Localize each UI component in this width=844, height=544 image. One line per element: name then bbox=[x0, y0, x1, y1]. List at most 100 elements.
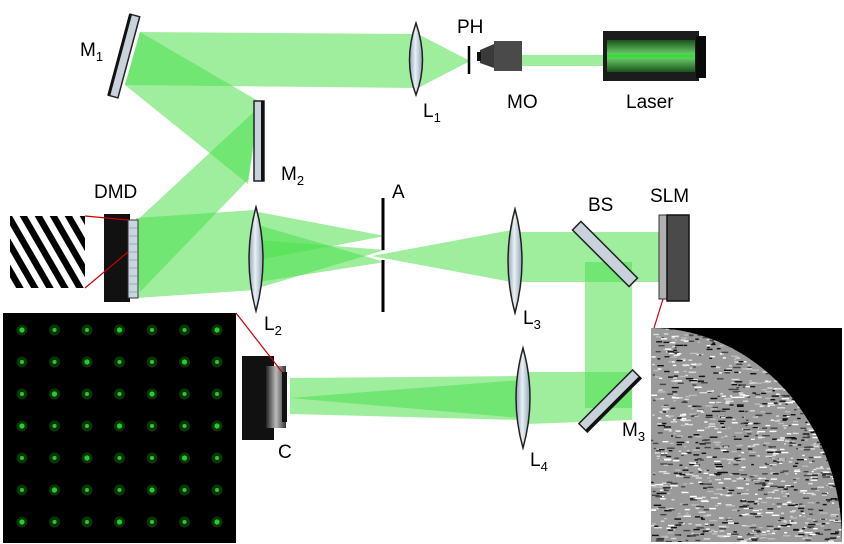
phase-speckle bbox=[772, 473, 779, 475]
phase-speckle bbox=[657, 432, 663, 434]
phase-speckle bbox=[731, 422, 738, 424]
phase-speckle bbox=[691, 532, 694, 535]
phase-speckle bbox=[809, 461, 812, 464]
phase-speckle bbox=[713, 340, 720, 342]
phase-speckle bbox=[758, 477, 762, 480]
phase-speckle bbox=[681, 452, 688, 455]
phase-speckle bbox=[782, 495, 788, 497]
phase-speckle bbox=[673, 419, 676, 421]
phase-speckle bbox=[802, 515, 806, 518]
phase-speckle bbox=[760, 403, 768, 405]
beam-a-to-l3 bbox=[372, 230, 512, 282]
phase-speckle bbox=[699, 443, 706, 445]
phase-speckle bbox=[716, 401, 722, 404]
phase-speckle bbox=[827, 474, 833, 476]
phase-speckle bbox=[718, 420, 726, 422]
bs-label: BS bbox=[588, 195, 613, 216]
phase-speckle bbox=[718, 525, 727, 528]
phase-speckle bbox=[746, 368, 753, 370]
phase-speckle bbox=[825, 522, 830, 524]
phase-speckle bbox=[830, 533, 839, 535]
phase-speckle bbox=[669, 356, 678, 358]
phase-speckle bbox=[792, 423, 799, 426]
phase-speckle bbox=[790, 457, 794, 459]
phase-speckle bbox=[727, 519, 733, 522]
phase-speckle bbox=[667, 463, 673, 465]
phase-speckle bbox=[655, 495, 662, 498]
phase-speckle bbox=[743, 538, 750, 541]
phase-speckle bbox=[749, 385, 756, 388]
mo-label: MO bbox=[507, 92, 538, 113]
phase-speckle bbox=[756, 382, 762, 384]
phase-speckle bbox=[702, 530, 711, 532]
phase-speckle bbox=[747, 501, 755, 503]
phase-speckle bbox=[828, 483, 834, 485]
phase-speckle bbox=[779, 458, 786, 460]
phase-speckle bbox=[696, 405, 702, 408]
phase-speckle bbox=[760, 487, 765, 490]
phase-speckle bbox=[741, 416, 745, 418]
phase-speckle bbox=[824, 540, 827, 542]
phase-speckle bbox=[684, 398, 689, 401]
phase-speckle bbox=[801, 439, 805, 441]
phase-speckle bbox=[699, 483, 704, 485]
phase-speckle bbox=[660, 520, 665, 522]
phase-speckle bbox=[788, 504, 797, 506]
phase-speckle bbox=[733, 461, 741, 463]
phase-speckle bbox=[697, 429, 705, 432]
phase-speckle bbox=[815, 523, 821, 525]
phase-speckle bbox=[773, 449, 777, 451]
spot bbox=[116, 327, 123, 333]
phase-speckle bbox=[738, 410, 744, 412]
phase-speckle bbox=[751, 463, 754, 466]
phase-speckle bbox=[658, 449, 665, 451]
phase-speckle bbox=[758, 489, 764, 491]
phase-speckle bbox=[773, 460, 779, 462]
phase-speckle bbox=[720, 424, 724, 427]
phase-speckle bbox=[755, 434, 758, 437]
phase-speckle bbox=[784, 532, 788, 534]
phase-speckle bbox=[824, 529, 829, 531]
phase-speckle bbox=[719, 517, 724, 519]
phase-speckle bbox=[702, 496, 706, 498]
phase-speckle bbox=[693, 533, 701, 535]
phase-speckle bbox=[707, 490, 714, 493]
phase-speckle bbox=[813, 445, 820, 448]
phase-speckle bbox=[728, 505, 736, 507]
phase-speckle bbox=[693, 528, 700, 531]
phase-speckle bbox=[786, 524, 792, 526]
phase-speckle bbox=[773, 489, 779, 491]
phase-speckle bbox=[671, 407, 676, 409]
phase-speckle bbox=[686, 441, 689, 443]
phase-speckle bbox=[731, 355, 739, 357]
phase-speckle bbox=[663, 487, 671, 489]
phase-speckle bbox=[759, 526, 763, 529]
phase-speckle bbox=[737, 405, 744, 407]
phase-speckle bbox=[812, 519, 816, 521]
phase-speckle bbox=[756, 531, 761, 533]
spot bbox=[149, 391, 155, 397]
phase-speckle bbox=[660, 454, 668, 456]
phase-speckle bbox=[766, 525, 774, 527]
phase-speckle bbox=[754, 493, 758, 495]
phase-speckle bbox=[727, 490, 730, 493]
phase-speckle bbox=[773, 497, 781, 499]
phase-speckle bbox=[679, 464, 683, 466]
phase-speckle bbox=[793, 420, 799, 423]
phase-speckle bbox=[712, 341, 716, 343]
phase-speckle bbox=[656, 538, 664, 540]
phase-speckle bbox=[688, 359, 693, 361]
phase-speckle bbox=[831, 502, 835, 504]
phase-speckle bbox=[671, 435, 674, 437]
phase-speckle bbox=[803, 492, 806, 494]
phase-speckle bbox=[719, 353, 723, 355]
phase-speckle bbox=[811, 470, 814, 473]
phase-speckle bbox=[662, 411, 667, 413]
phase-speckle bbox=[656, 341, 663, 343]
phase-speckle bbox=[780, 448, 785, 451]
phase-speckle bbox=[700, 499, 708, 502]
phase-speckle bbox=[690, 379, 698, 381]
phase-speckle bbox=[686, 535, 693, 537]
phase-speckle bbox=[827, 500, 830, 503]
phase-speckle bbox=[747, 366, 752, 369]
